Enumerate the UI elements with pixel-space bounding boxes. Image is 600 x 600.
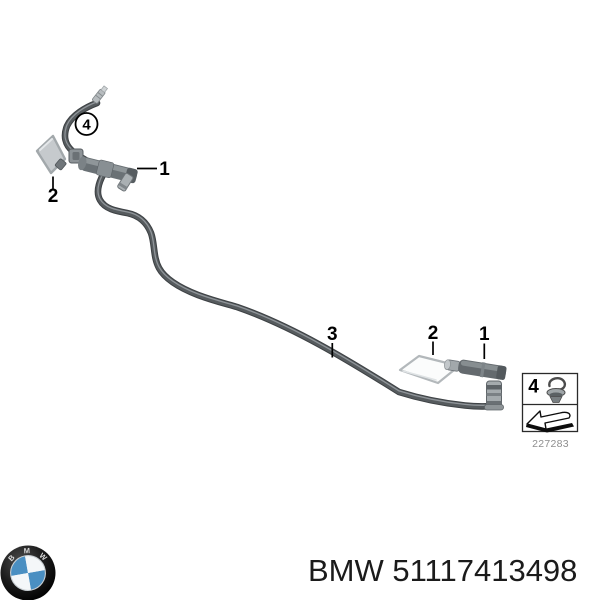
callout-clip-circled: 4	[74, 112, 99, 136]
logo-quadrant-blue-br	[28, 570, 46, 590]
legend-box: 4	[521, 372, 579, 433]
part-number-text: BMW 51117413498	[308, 553, 577, 588]
arrow-shadow	[526, 423, 574, 433]
callout-3: 3	[327, 324, 338, 345]
nozzle-mid-section	[96, 159, 115, 179]
logo-letter-m: M	[23, 546, 30, 555]
callout-2-right: 2	[428, 323, 439, 344]
legend-4-label: 4	[528, 377, 539, 398]
right-washer-nozzle	[444, 359, 507, 380]
tip-end	[100, 85, 108, 93]
left-washer-nozzle	[68, 148, 138, 192]
callout-4-label: 4	[82, 117, 91, 134]
logo-letter-b: B	[6, 553, 17, 563]
arrow-body	[526, 410, 571, 430]
right-elbow-fitting	[484, 380, 504, 411]
logo-silver-ring	[10, 555, 46, 591]
logo-letter-w: W	[38, 551, 50, 563]
hose-connector-tip	[92, 85, 108, 104]
elbow-band	[486, 393, 502, 396]
logo-quadrant-blue-tl	[10, 556, 28, 576]
washer-fluid-hose	[61, 99, 498, 410]
nozzle-left-cap	[78, 156, 87, 171]
tip-rib	[97, 92, 103, 97]
cover-highlight	[39, 138, 53, 151]
logo-quadrant-white-bl	[11, 573, 31, 591]
callout-1-left: 1	[159, 159, 170, 180]
cover-tab	[54, 158, 67, 171]
nozzle-end-cap	[496, 365, 507, 380]
nozzle-tip-face	[444, 359, 451, 370]
hose-main	[95, 167, 497, 409]
bmw-logo[interactable]: B M W	[0, 545, 56, 600]
nozzle-mid-ring	[479, 362, 486, 378]
callout-1-right: 1	[479, 324, 490, 345]
direction-arrow-icon	[526, 410, 574, 433]
elbow-band	[486, 401, 502, 405]
left-cover-cap	[35, 134, 67, 175]
legend-image-number: 227283	[532, 438, 569, 450]
elbow-flange	[484, 404, 504, 411]
nozzle-lower-stub	[117, 172, 134, 192]
callout-2-left: 2	[48, 186, 59, 207]
callout-circle	[74, 112, 99, 136]
logo-quadrant-white-tr	[25, 555, 45, 573]
elbow-band	[486, 385, 502, 390]
tip-rib	[95, 94, 101, 100]
clip-shaft	[549, 396, 563, 403]
hose-main-highlight	[97, 168, 495, 406]
stub-band	[118, 182, 128, 190]
nozzle-clamp-slot	[72, 152, 80, 160]
cover-shade	[402, 370, 437, 381]
clip-icon	[546, 377, 567, 403]
